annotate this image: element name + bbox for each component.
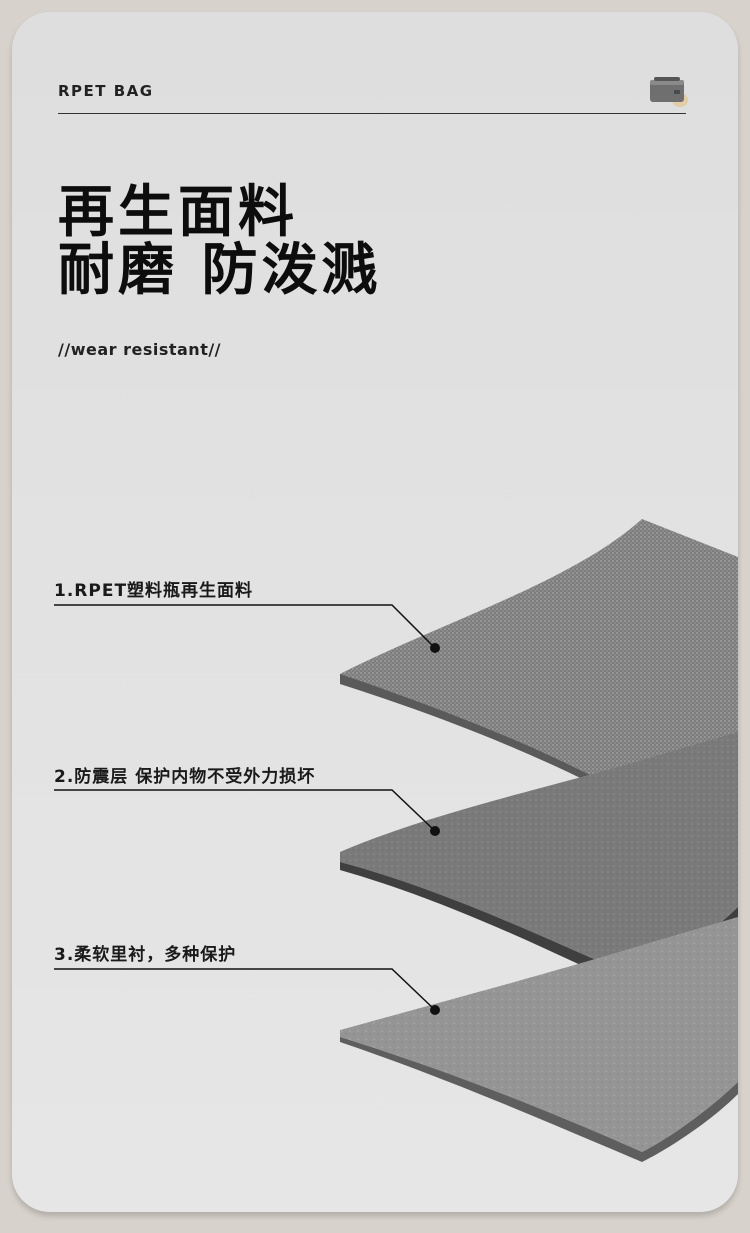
bag-icon (650, 77, 688, 107)
brand-label: RPET BAG (58, 82, 154, 100)
headline-line-1: 再生面料 (58, 180, 298, 245)
layer-label-1: 1.RPET塑料瓶再生面料 (54, 581, 254, 601)
headline-line-2: 耐磨 防泼溅 (58, 238, 382, 303)
subline: //wear resistant// (58, 340, 222, 359)
layer-foam (340, 732, 738, 994)
leader-line-2 (54, 789, 436, 832)
layer-label-3: 3.柔软里衬，多种保护 (54, 945, 237, 965)
layer-woven-fabric (340, 519, 738, 810)
material-layers-illustration (54, 519, 738, 1162)
leader-dot-1 (430, 643, 440, 653)
leader-dot-2 (430, 826, 440, 836)
header-divider (58, 113, 686, 114)
product-card: RPET BAG 再生面料 耐磨 防泼溅 //wear resistant// (12, 12, 738, 1212)
headline: 再生面料 耐磨 防泼溅 (58, 184, 382, 300)
layer-label-2: 2.防震层 保护内物不受外力损坏 (54, 767, 316, 787)
leader-line-3 (54, 968, 436, 1011)
leader-dot-3 (430, 1005, 440, 1015)
leader-line-1 (54, 604, 436, 649)
layer-felt-lining (340, 917, 738, 1162)
